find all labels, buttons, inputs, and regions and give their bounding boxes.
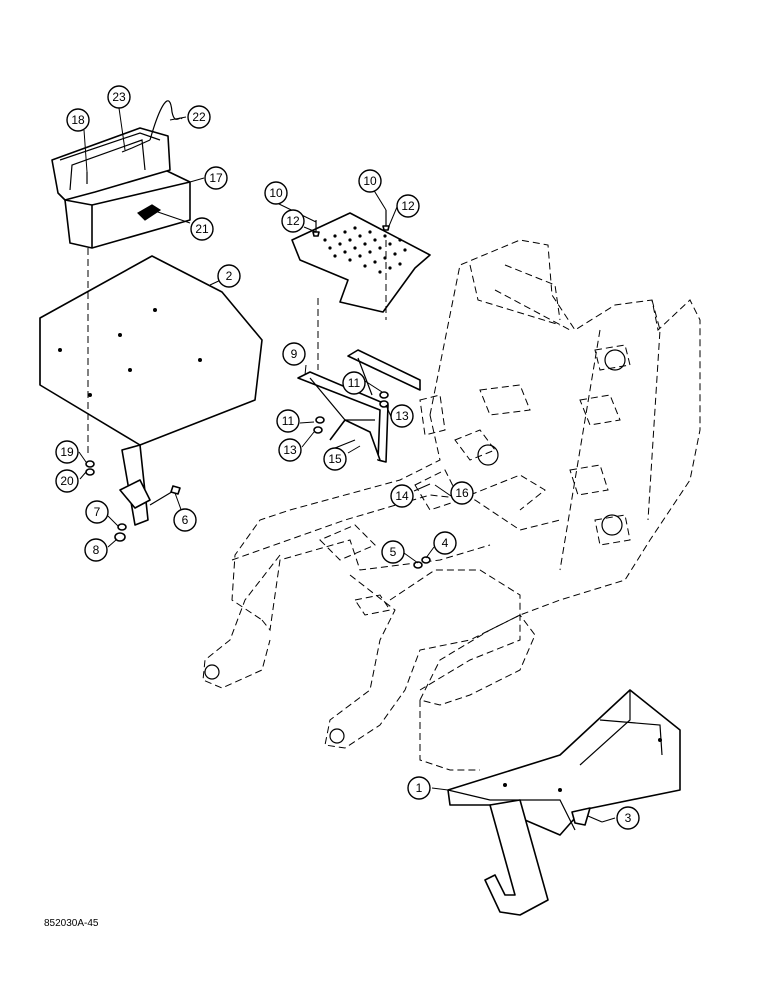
callout-20: 20 bbox=[55, 469, 79, 493]
callout-22: 22 bbox=[187, 105, 211, 129]
callout-number: 10 bbox=[269, 186, 283, 200]
callout-number: 20 bbox=[60, 474, 74, 488]
callout-number: 5 bbox=[390, 545, 397, 559]
callout-15: 15 bbox=[323, 447, 347, 471]
callout-13a: 13 bbox=[390, 404, 414, 428]
callout-number: 14 bbox=[395, 489, 409, 503]
callout-23: 23 bbox=[107, 85, 131, 109]
callout-11a: 11 bbox=[342, 371, 366, 395]
callout-19: 19 bbox=[55, 440, 79, 464]
callout-18: 18 bbox=[66, 108, 90, 132]
callout-number: 2 bbox=[226, 269, 233, 283]
callout-number: 12 bbox=[401, 199, 415, 213]
seat-platform bbox=[39, 255, 263, 526]
alignment-lines bbox=[87, 240, 387, 455]
callout-10a: 10 bbox=[264, 181, 288, 205]
callout-number: 13 bbox=[395, 409, 409, 423]
loader-frame bbox=[202, 239, 701, 771]
callout-number: 15 bbox=[328, 452, 342, 466]
callout-4: 4 bbox=[433, 531, 457, 555]
callout-17: 17 bbox=[204, 166, 228, 190]
callout-number: 21 bbox=[195, 222, 209, 236]
figure-reference-code: 852030A-45 bbox=[44, 918, 99, 929]
callout-number: 13 bbox=[283, 443, 297, 457]
callout-number: 19 bbox=[60, 445, 74, 459]
callout-10b: 10 bbox=[358, 169, 382, 193]
callout-7: 7 bbox=[85, 500, 109, 524]
callout-number: 18 bbox=[71, 113, 85, 127]
callout-11b: 11 bbox=[276, 409, 300, 433]
callout-8: 8 bbox=[84, 538, 108, 562]
callout-2: 2 bbox=[217, 264, 241, 288]
callout-9: 9 bbox=[282, 342, 306, 366]
callout-number: 9 bbox=[291, 347, 298, 361]
callout-3: 3 bbox=[616, 806, 640, 830]
callout-number: 22 bbox=[192, 110, 206, 124]
callout-12b: 12 bbox=[396, 194, 420, 218]
callout-number: 17 bbox=[209, 171, 223, 185]
callout-number: 12 bbox=[286, 214, 300, 228]
callout-21: 21 bbox=[190, 217, 214, 241]
callout-number: 7 bbox=[94, 505, 101, 519]
callout-13b: 13 bbox=[278, 438, 302, 462]
callout-number: 8 bbox=[93, 543, 100, 557]
callout-number: 16 bbox=[455, 486, 469, 500]
callout-number: 11 bbox=[348, 376, 361, 390]
callout-number: 6 bbox=[182, 513, 189, 527]
callout-14: 14 bbox=[390, 484, 414, 508]
callout-number: 1 bbox=[416, 781, 423, 795]
callout-number: 11 bbox=[282, 414, 295, 428]
callout-5: 5 bbox=[381, 540, 405, 564]
callout-12a: 12 bbox=[281, 209, 305, 233]
step-plate bbox=[291, 212, 431, 313]
callout-number: 4 bbox=[442, 536, 449, 550]
front-step bbox=[447, 689, 681, 916]
callout-number: 10 bbox=[363, 174, 377, 188]
callout-1: 1 bbox=[407, 776, 431, 800]
tool-box bbox=[51, 127, 191, 249]
callout-6: 6 bbox=[173, 508, 197, 532]
callout-16: 16 bbox=[450, 481, 474, 505]
callout-number: 23 bbox=[112, 90, 126, 104]
callout-number: 3 bbox=[625, 811, 632, 825]
hardware bbox=[85, 100, 603, 823]
